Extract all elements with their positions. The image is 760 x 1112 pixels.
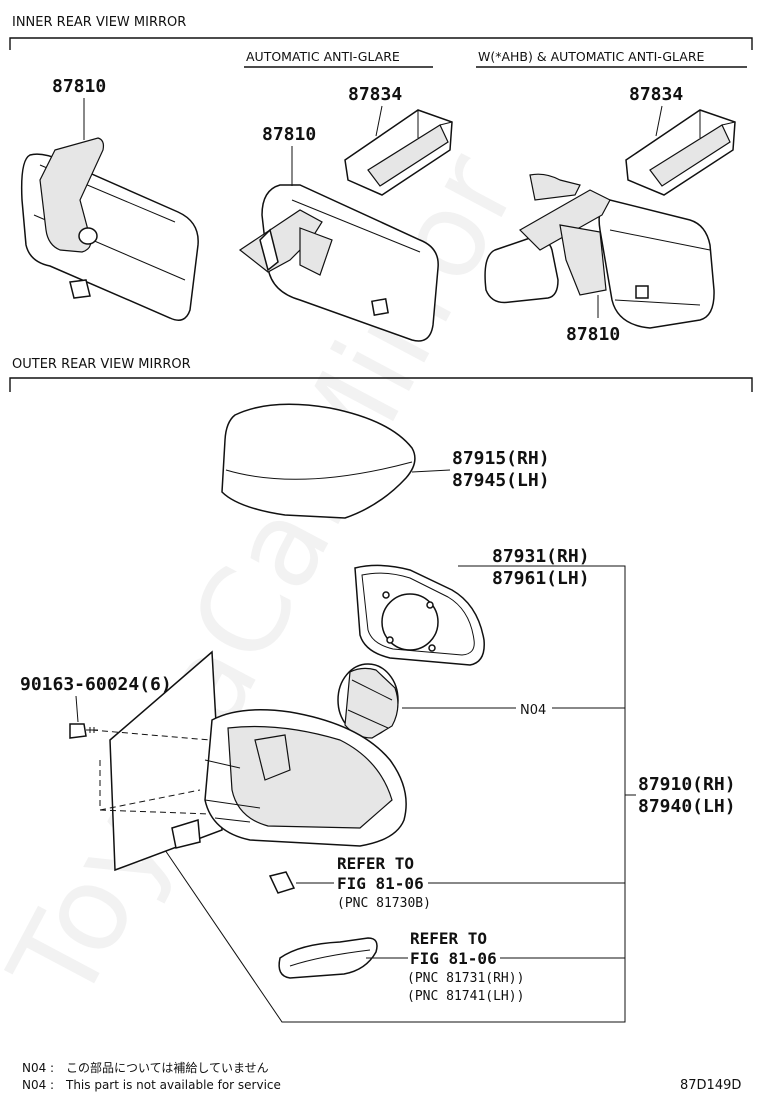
ref-signal-fig: FIG 81-06 [410, 949, 497, 968]
part-number-mirror-ahb: 87810 [566, 324, 620, 345]
section-title-outer: OUTER REAR VIEW MIRROR [12, 357, 191, 372]
ref-signal-refer: REFER TO [410, 929, 487, 948]
part-number-glass-lh: 87961(LH) [492, 568, 590, 589]
mirror-actuator[interactable] [337, 663, 399, 739]
ref-lamp-pnc: (PNC 81730B) [337, 896, 431, 911]
leader-cap [411, 469, 451, 473]
note-jp-text: この部品については補給していません [66, 1060, 269, 1075]
mirror-lamp-bulb[interactable] [268, 871, 296, 894]
leader-screw [75, 695, 79, 723]
turn-signal-lamp[interactable] [278, 937, 378, 979]
note-jp-code: N04 : [22, 1061, 54, 1075]
section-bracket-inner [9, 37, 753, 50]
note-en-code: N04 : [22, 1078, 54, 1092]
leader-cover-auto [375, 105, 383, 137]
inner-mirror-ahb[interactable] [484, 173, 715, 329]
part-number-cover-auto: 87834 [348, 84, 402, 105]
inner-mirror-basic[interactable] [20, 137, 199, 321]
part-number-cap-lh: 87945(LH) [452, 470, 550, 491]
part-number-assy-lh: 87940(LH) [638, 796, 736, 817]
note-en-text: This part is not available for service [65, 1078, 281, 1092]
part-number-mirror-auto: 87810 [262, 124, 316, 145]
subsection-title-ahb: W(*AHB) & AUTOMATIC ANTI-GLARE [478, 49, 705, 64]
part-number-assy-rh: 87910(RH) [638, 774, 736, 795]
inner-mirror-auto[interactable] [238, 184, 439, 342]
subsection-title-auto: AUTOMATIC ANTI-GLARE [246, 49, 400, 64]
part-number-cover-ahb: 87834 [629, 84, 683, 105]
section-title-inner: INNER REAR VIEW MIRROR [12, 15, 186, 30]
leader-cover-ahb [655, 105, 663, 137]
ref-lamp-refer: REFER TO [337, 854, 414, 873]
part-number-n04: N04 [520, 703, 546, 718]
mirror-cover-auto[interactable] [344, 109, 453, 196]
mirror-cap[interactable] [221, 403, 416, 519]
part-number-glass-rh: 87931(RH) [492, 546, 590, 567]
part-number-cap-rh: 87915(RH) [452, 448, 550, 469]
screw[interactable] [69, 723, 98, 739]
mirror-housing[interactable] [109, 650, 407, 872]
mirror-glass[interactable] [354, 564, 485, 666]
ref-signal-pnc-rh: (PNC 81731(RH)) [407, 971, 524, 986]
part-number-mirror-basic: 87810 [52, 76, 106, 97]
section-bracket-outer [9, 377, 753, 392]
mirror-cover-ahb[interactable] [625, 109, 736, 196]
ref-lamp-fig: FIG 81-06 [337, 874, 424, 893]
part-number-screw: 90163-60024(6) [20, 674, 172, 695]
assembly-guide-lines [91, 729, 211, 815]
bracket-assembly [164, 565, 626, 1023]
ref-signal-pnc-lh: (PNC 81741(LH)) [407, 989, 524, 1004]
diagram-code: 87D149D [680, 1078, 741, 1093]
